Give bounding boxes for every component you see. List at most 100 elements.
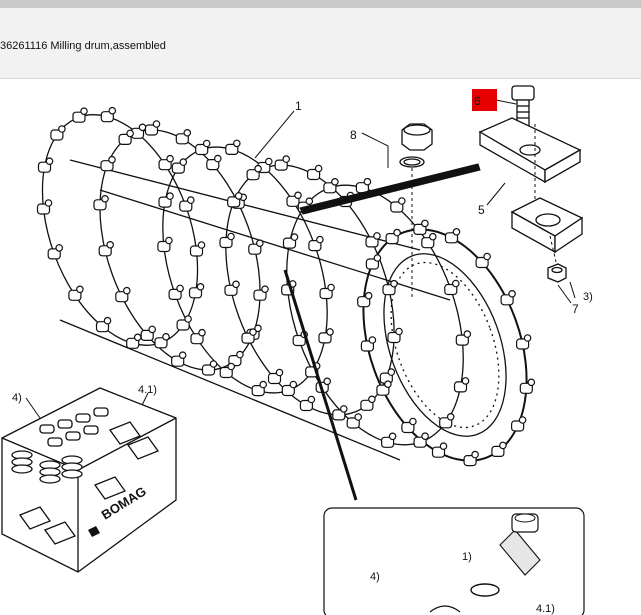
tool-holder-tooth: [47, 244, 64, 260]
tool-holder-tooth: [381, 432, 397, 448]
tool-holder-tooth: [519, 378, 536, 394]
tool-holder-tooth: [385, 228, 401, 245]
tool-holder-tooth: [157, 236, 173, 253]
exploded-parts-diagram: BOMAG 1 6 8 5 7 3) 4) 4.1) 1) 4) 4.1): [1, 85, 593, 615]
tool-holder-tooth: [332, 405, 348, 421]
tool-holder-tooth: [224, 280, 240, 296]
tool-holder-tooth: [390, 197, 406, 213]
tool-holder-tooth: [158, 192, 174, 208]
toolholder-kit-box[interactable]: [1, 387, 177, 573]
tool-holder-tooth: [360, 395, 376, 411]
tool-holder-tooth: [346, 413, 363, 429]
detail-callout-4-1: 4.1): [536, 603, 555, 615]
tool-holder-tooth: [100, 106, 117, 123]
tool-holder-tooth: [357, 291, 373, 308]
tool-holder-tooth: [401, 417, 417, 434]
tool-holder-tooth: [491, 441, 507, 457]
tool-holder-tooth: [195, 139, 211, 156]
callout-3: 3): [583, 291, 593, 303]
tool-holder-tooth: [168, 284, 184, 300]
tool-holder-tooth: [376, 380, 392, 396]
tool-holder-tooth: [281, 380, 298, 397]
callout-4: 4): [12, 392, 22, 404]
tool-holder-tooth: [323, 178, 339, 194]
pointer-lines: [283, 163, 481, 501]
tool-holder-tooth: [444, 279, 460, 296]
plug-part-8[interactable]: [399, 123, 433, 168]
tool-holder-tooth: [189, 241, 206, 257]
tool-holder-tooth: [144, 120, 161, 136]
tool-holder-tooth: [355, 177, 372, 194]
tool-holder-tooth: [307, 164, 323, 181]
dashed-guides: [411, 124, 557, 300]
tool-holder-tooth: [379, 368, 396, 384]
tool-holder-tooth: [267, 368, 284, 385]
tool-holder-tooth: [118, 129, 134, 145]
tool-holder-tooth: [36, 199, 53, 215]
tool-holder-tooth: [274, 155, 291, 171]
tool-holder-tooth: [190, 328, 206, 345]
tool-holder-tooth: [431, 442, 448, 458]
tool-holder-tooth: [365, 254, 382, 270]
tool-holder-tooth: [206, 154, 222, 171]
callout-5: 5: [478, 203, 485, 217]
tool-holder-tooth: [382, 279, 398, 296]
tool-holder-tooth: [115, 286, 131, 303]
tool-holder-tooth: [251, 380, 268, 397]
tool-holder-block[interactable]: [510, 197, 584, 254]
tool-holder-tooth: [500, 289, 516, 306]
tool-holder-tooth: [188, 282, 205, 299]
tool-holder-tooth: [95, 316, 112, 333]
tool-holder-tooth: [463, 450, 479, 467]
tool-holder-tooth: [286, 191, 302, 207]
tool-holder-tooth: [318, 328, 334, 344]
highlight-box-6[interactable]: [472, 89, 497, 111]
tool-holder-tooth: [219, 362, 236, 379]
tool-holder-tooth: [475, 252, 491, 269]
tool-holder-tooth: [319, 283, 335, 300]
tool-holder-tooth: [365, 232, 381, 248]
tool-holder-tooth: [158, 154, 174, 171]
detail-callout-1: 1): [462, 551, 472, 563]
tool-holder-tooth: [225, 139, 241, 155]
tool-holder-tooth: [171, 351, 187, 367]
tool-holder-tooth: [201, 360, 218, 376]
tool-holder-tooth: [515, 334, 532, 350]
detail-callout-4: 4): [370, 571, 380, 583]
wear-plate-part-5[interactable]: [478, 117, 582, 184]
tool-holder-tooth: [37, 157, 54, 173]
tool-holder-tooth: [100, 155, 116, 172]
tool-holder-tooth: [227, 192, 243, 208]
tool-holder-tooth: [126, 333, 142, 349]
tool-holder-tooth: [93, 195, 109, 211]
tool-holder-tooth: [444, 228, 461, 244]
tool-holder-tooth: [253, 285, 269, 301]
tool-holder-tooth: [68, 285, 84, 301]
tool-holder-tooth: [413, 432, 429, 448]
tool-holder-tooth: [179, 196, 195, 212]
tool-holder-tooth: [248, 239, 264, 255]
tool-holder-tooth: [140, 325, 157, 341]
tool-holders: [36, 106, 536, 467]
part-title: 36261116 Milling drum,assembled: [0, 40, 166, 52]
tool-holder-tooth: [98, 241, 115, 257]
callout-8: 8: [350, 128, 357, 142]
callout-1: 1: [295, 99, 302, 113]
tool-holder-tooth: [299, 395, 316, 412]
tool-holder-tooth: [453, 377, 470, 393]
tool-holder-tooth: [219, 232, 235, 249]
detail-view-box: [323, 507, 585, 615]
tool-holder-tooth: [50, 125, 66, 141]
tool-holder-tooth: [130, 123, 147, 139]
tool-holder-tooth: [246, 164, 262, 181]
callout-labels: 1 6 8 5 7 3) 4) 4.1) 1) 4) 4.1): [12, 94, 593, 615]
tool-holder-tooth: [421, 232, 437, 249]
bolt-part-6[interactable]: [511, 85, 535, 127]
tool-holder-tooth: [387, 327, 403, 344]
callout-6: 6: [474, 94, 481, 108]
tool-holder-tooth: [175, 129, 192, 145]
window-top-bar: [0, 0, 641, 8]
tool-holder-tooth: [413, 219, 429, 235]
nut-part-7[interactable]: [547, 263, 567, 283]
tool-holder-tooth: [72, 107, 88, 123]
